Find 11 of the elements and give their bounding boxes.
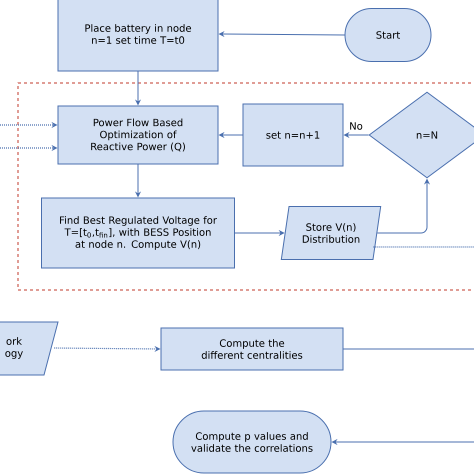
process-box: Place battery in node n=1 set time T=t0 xyxy=(58,0,218,72)
process-box: Find Best Regulated Voltage for T=[t$_{0}$,t$_{fin}$], with BESS Position at node n. Compute V(n) xyxy=(41,198,235,268)
end-terminal: Compute p values and validate the correlations xyxy=(172,410,332,474)
start-terminal: Start xyxy=(344,8,432,62)
process-box: Compute the different centralities xyxy=(160,328,344,370)
process-box: set n=n+1 xyxy=(242,104,344,166)
process-box: Power Flow Based Optimization of Reactive Power (Q) xyxy=(58,106,218,164)
connector-line xyxy=(373,246,474,248)
dashed-region xyxy=(18,82,474,290)
connector-line xyxy=(343,348,474,350)
data-parallelogram: Store V(n) Distribution xyxy=(280,206,382,260)
